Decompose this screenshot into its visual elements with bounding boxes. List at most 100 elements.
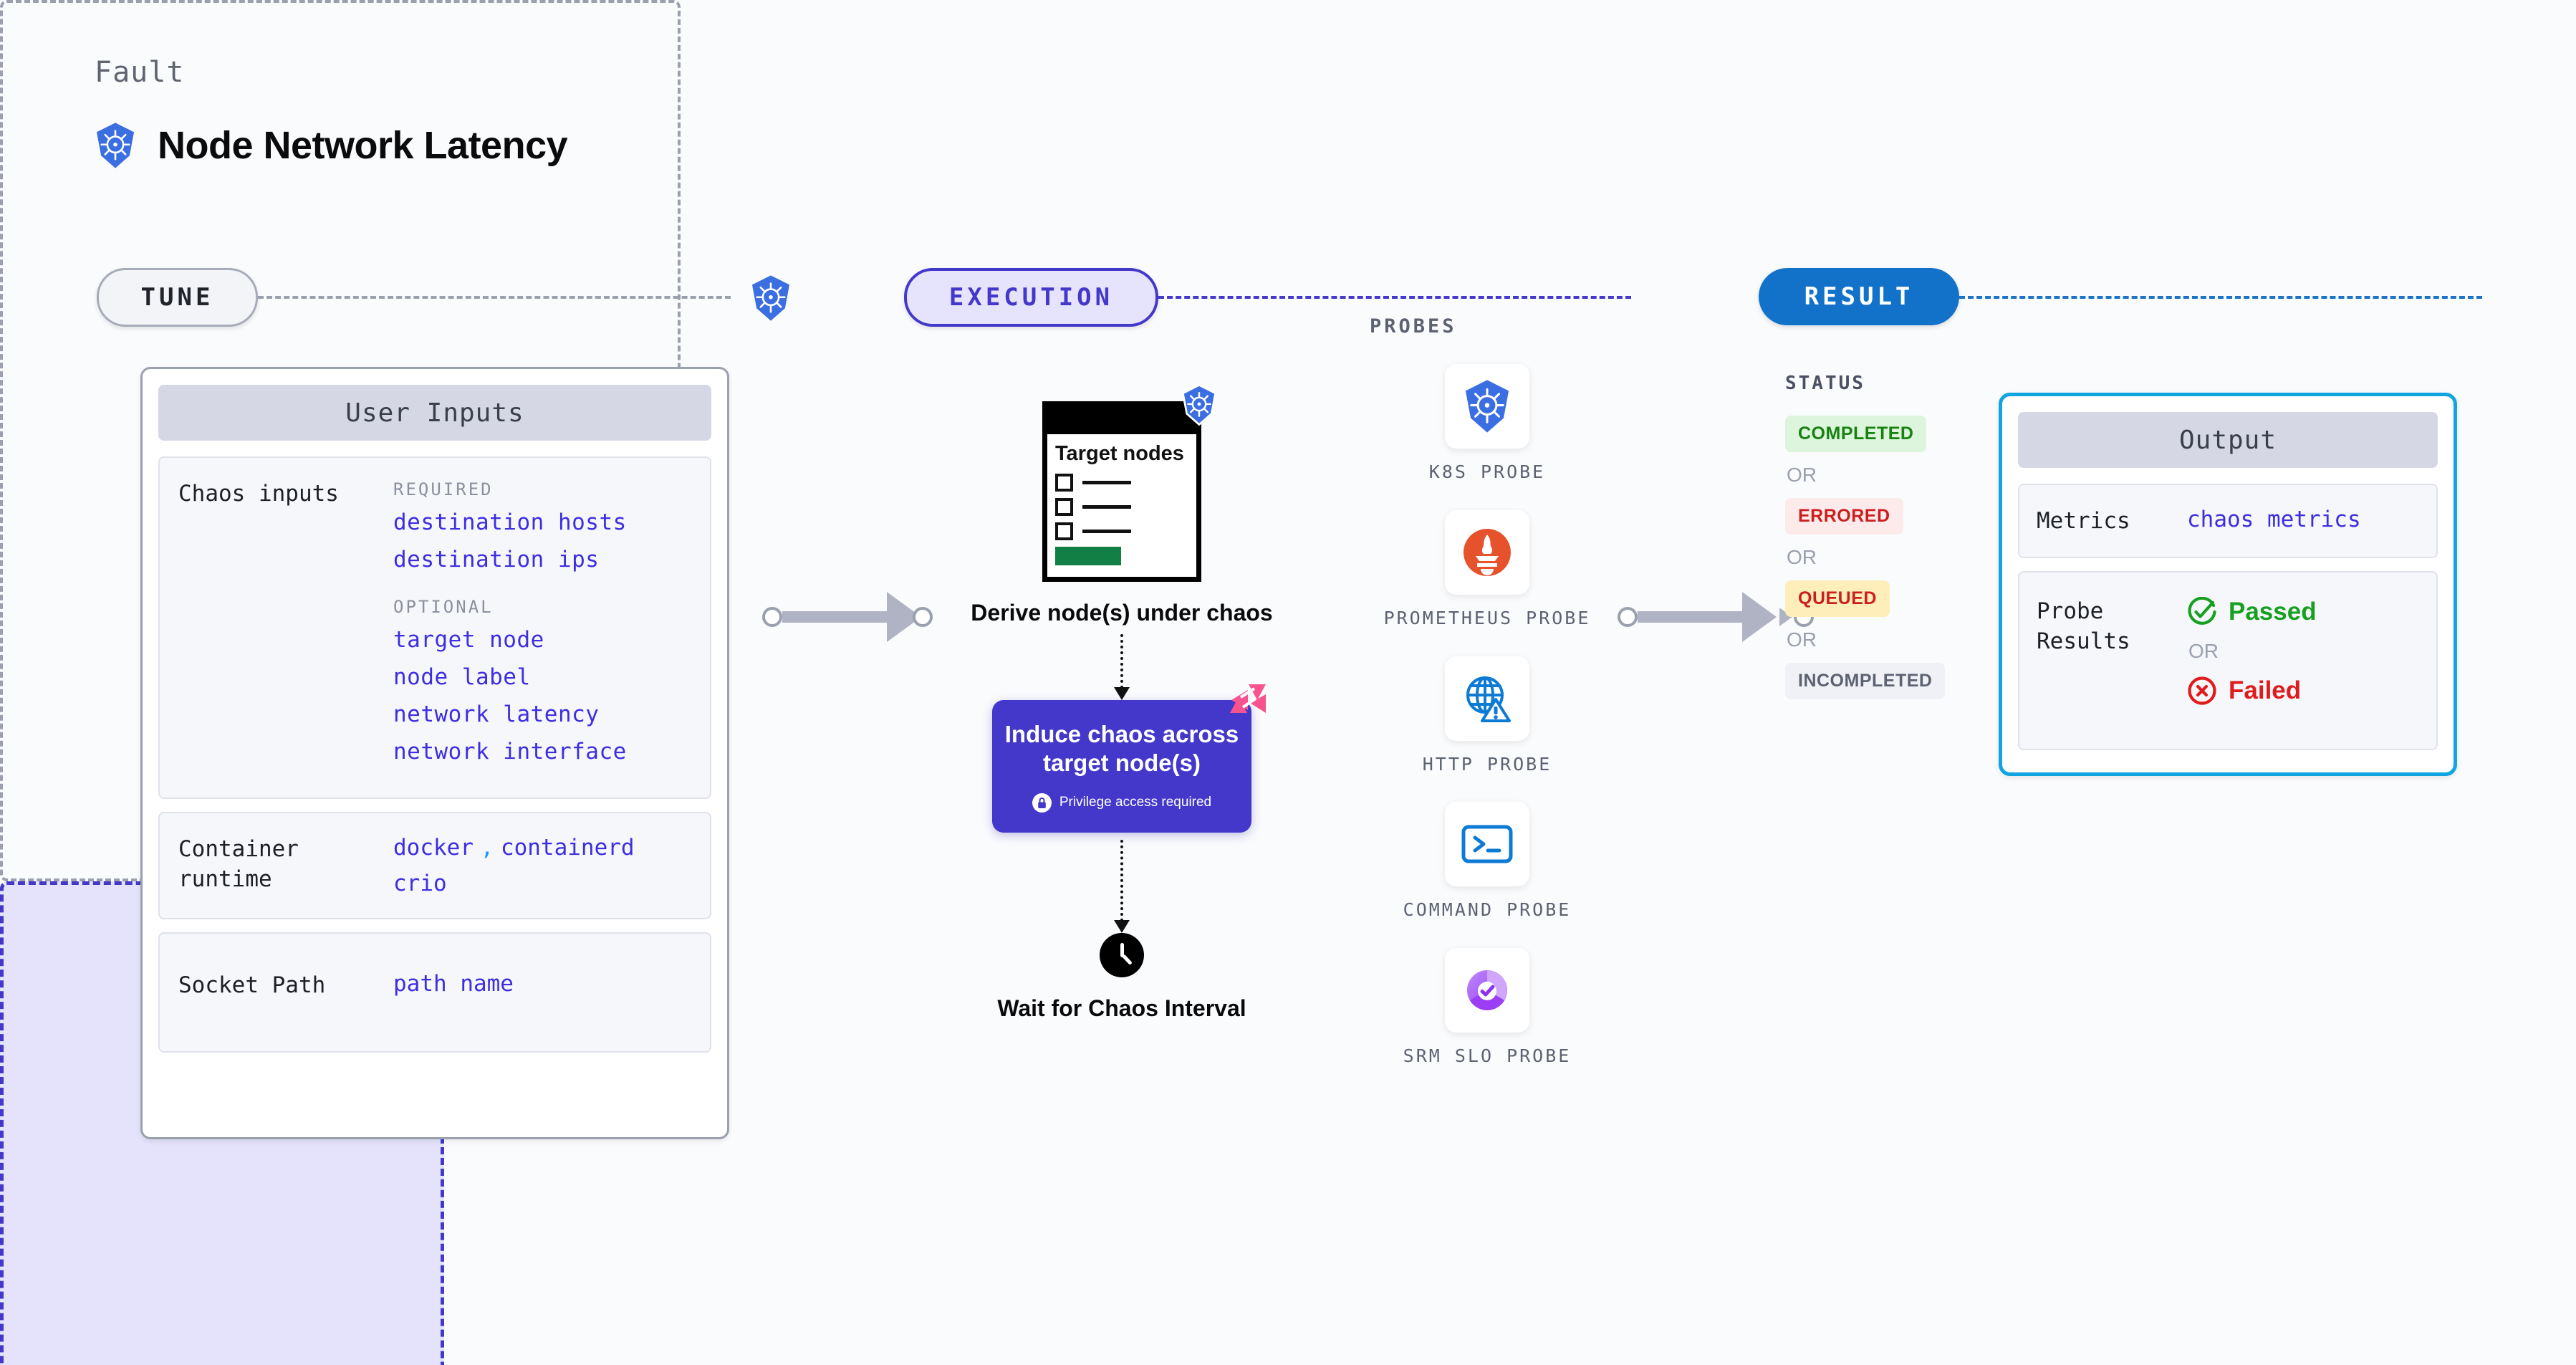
probe-label: K8S PROBE (1428, 461, 1546, 482)
probe-item-http[interactable]: HTTP PROBE (1423, 656, 1552, 777)
page-eyebrow: Fault (95, 56, 185, 89)
or-separator: OR (1787, 546, 1817, 568)
failed-label: Failed (2229, 676, 2302, 704)
probe-label: PROMETHEUS PROBE (1383, 607, 1591, 628)
prometheus-icon (1444, 509, 1529, 595)
or-separator: OR (1787, 464, 1817, 486)
metrics-row: Metrics chaos metrics (2018, 484, 2438, 558)
kubernetes-icon (749, 274, 793, 325)
probe-result-failed: Failed (2187, 676, 2419, 706)
connector-tune-to-execution (762, 592, 933, 642)
user-inputs-title: User Inputs (158, 385, 711, 441)
probe-item-srm-slo[interactable]: SRM SLO PROBE (1403, 948, 1572, 1068)
metrics-value[interactable]: chaos metrics (2187, 507, 2361, 532)
page-header: Node Network Latency (93, 122, 568, 169)
clock-icon (1100, 933, 1144, 978)
status-badge-incompleted: INCOMPLETED (1785, 663, 1946, 699)
privilege-note-label: Privilege access required (1059, 795, 1212, 810)
x-circle-icon (2188, 676, 2216, 705)
connector-dot (913, 607, 933, 627)
runtime-value[interactable]: crio (393, 871, 447, 896)
chaos-input-value[interactable]: node label (393, 664, 531, 690)
metrics-label: Metrics (2037, 508, 2130, 534)
target-nodes-card: Target nodes (1042, 383, 1217, 582)
probe-label: SRM SLO PROBE (1403, 1045, 1572, 1066)
probes-list: K8S PROBE PROMETHEUS PROBE (1344, 364, 1630, 1094)
globe-warning-icon (1444, 656, 1529, 741)
chaos-inputs-label: Chaos inputs (178, 481, 339, 507)
step-label-derive-nodes: Derive node(s) under chaos (971, 600, 1273, 626)
connector-execution-to-result (1618, 592, 1814, 642)
socket-path-value[interactable]: path name (393, 971, 514, 997)
or-separator: OR (2188, 640, 2219, 662)
probe-result-passed: Passed (2187, 597, 2419, 627)
chaos-input-value[interactable]: destination hosts (393, 509, 627, 535)
result-pill-connector (1959, 296, 2482, 299)
node-checkbox-item (1055, 498, 1191, 517)
step-label-wait-interval: Wait for Chaos Interval (997, 995, 1246, 1022)
runtime-value[interactable]: containerd (500, 835, 635, 861)
probe-item-prometheus[interactable]: PROMETHEUS PROBE (1383, 509, 1591, 631)
srm-slo-icon (1444, 948, 1529, 1033)
terminal-icon (1444, 802, 1529, 887)
container-runtime-row: Container runtime docker , containerd cr… (158, 812, 711, 919)
kubernetes-icon (93, 122, 138, 169)
required-kicker: REQUIRED (393, 479, 494, 499)
probe-results-label: Probe Results (2037, 598, 2130, 654)
probe-label: HTTP PROBE (1422, 753, 1552, 775)
chaos-input-value[interactable]: network latency (393, 701, 600, 727)
probe-item-command[interactable]: COMMAND PROBE (1403, 802, 1572, 922)
stage-pill-execution[interactable]: EXECUTION (904, 268, 1158, 327)
checkbox-icon (1055, 474, 1073, 492)
connector-arrowhead (1742, 592, 1777, 642)
or-separator: OR (1787, 628, 1817, 651)
chaos-inputs-row: Chaos inputs REQUIRED destination hosts … (158, 456, 711, 799)
tune-pill-connector (258, 296, 731, 299)
flow-arrow (1114, 634, 1130, 701)
stage-pill-result[interactable]: RESULT (1759, 268, 1959, 325)
lock-icon (1032, 792, 1052, 813)
probe-item-k8s[interactable]: K8S PROBE (1429, 364, 1545, 484)
privilege-note: Privilege access required (1032, 792, 1212, 813)
status-list: COMPLETED OR ERRORED OR QUEUED OR INCOMP… (1785, 416, 1957, 699)
kubernetes-icon (1180, 383, 1219, 428)
induce-chaos-label: Induce chaos across target node(s) (1004, 721, 1239, 777)
kubernetes-icon (1445, 364, 1529, 449)
stage-pill-tune[interactable]: TUNE (97, 268, 258, 327)
probe-results-row: Probe Results Passed OR (2018, 571, 2438, 750)
checkbox-icon (1055, 498, 1073, 517)
connector-dot (1618, 607, 1638, 627)
output-title: Output (2018, 412, 2438, 468)
optional-kicker: OPTIONAL (393, 597, 494, 617)
check-circle-icon (2188, 597, 2216, 625)
status-badge-errored: ERRORED (1785, 498, 1903, 535)
user-inputs-card: User Inputs Chaos inputs REQUIRED destin… (140, 367, 729, 1139)
output-card: Output Metrics chaos metrics Probe Resul… (1999, 393, 2457, 776)
socket-path-row: Socket Path path name (158, 932, 711, 1053)
execution-pill-connector (1158, 296, 1631, 299)
connector-line (782, 611, 888, 623)
socket-path-label: Socket Path (178, 972, 326, 998)
chaos-input-value[interactable]: target node (393, 627, 544, 653)
induce-chaos-box[interactable]: Induce chaos across target node(s) Privi… (992, 684, 1266, 833)
connector-dot (762, 607, 782, 627)
status-heading: STATUS (1785, 373, 1865, 394)
probes-heading: PROBES (1370, 315, 1457, 337)
litmus-logo (1229, 683, 1267, 722)
target-nodes-title: Target nodes (1055, 442, 1184, 465)
status-badge-completed: COMPLETED (1785, 416, 1927, 452)
checkbox-icon (1055, 522, 1073, 541)
chaos-input-value[interactable]: network interface (393, 739, 627, 765)
runtime-separator: , (480, 835, 494, 861)
node-checkbox-item (1055, 474, 1191, 492)
progress-bar (1055, 547, 1121, 566)
chaos-input-value[interactable]: destination ips (393, 547, 600, 573)
passed-label: Passed (2229, 598, 2317, 626)
node-checkbox-item (1055, 522, 1191, 541)
probe-label: COMMAND PROBE (1403, 899, 1572, 921)
connector-line (1638, 611, 1744, 623)
execution-flow: Target nodes (900, 287, 1344, 1022)
runtime-value[interactable]: docker (393, 835, 474, 861)
page-title: Node Network Latency (158, 124, 568, 167)
